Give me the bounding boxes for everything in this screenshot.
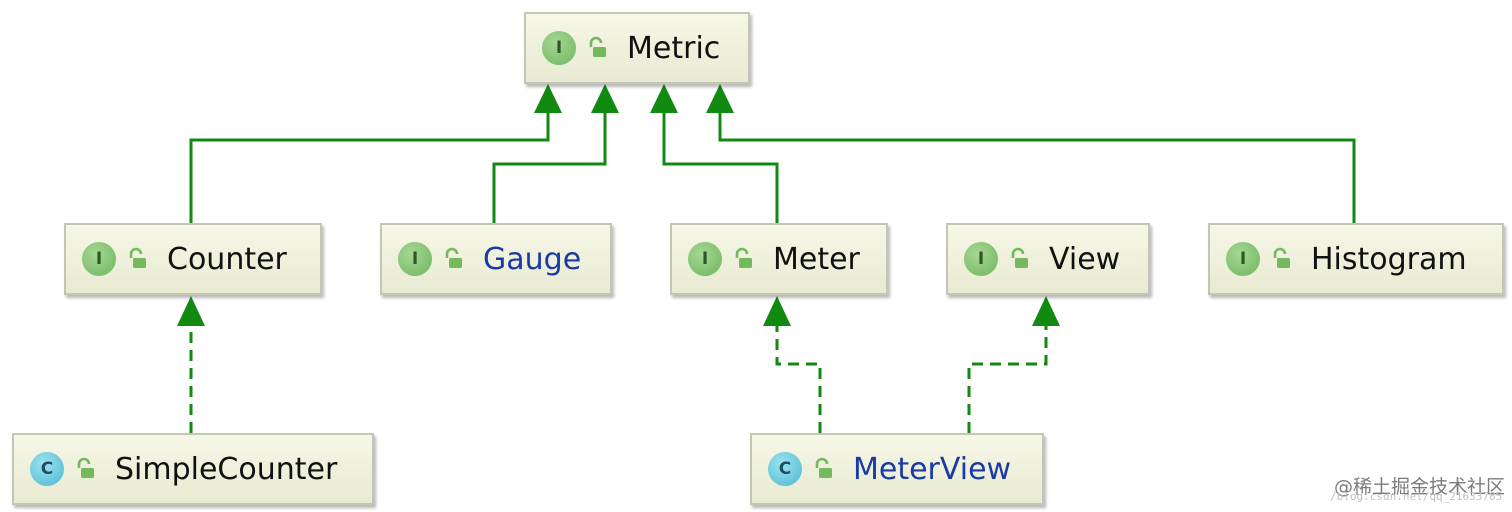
node-histogram[interactable]: I Histogram (1208, 223, 1504, 295)
node-name: Gauge (483, 241, 582, 277)
arrowhead-counter-metric (534, 84, 562, 113)
edge-meter-metric (662, 112, 779, 223)
node-meter[interactable]: I Meter (670, 223, 888, 295)
interface-icon: I (82, 242, 116, 276)
node-name: Meter (773, 241, 860, 277)
edge-counter-metric (189, 112, 550, 223)
lock-open-icon (589, 36, 606, 57)
lock-open-icon (77, 457, 94, 478)
lock-open-icon (129, 247, 146, 268)
arrowhead-simplecounter-counter (177, 296, 205, 326)
lock-open-icon (735, 247, 752, 268)
node-meterview[interactable]: C MeterView (750, 433, 1044, 505)
interface-icon: I (398, 242, 432, 276)
arrowhead-meter-metric (650, 84, 678, 113)
node-name: MeterView (853, 451, 1012, 487)
class-icon: C (30, 452, 64, 486)
lock-open-icon (445, 247, 462, 268)
node-view[interactable]: I View (946, 223, 1150, 295)
interface-icon: I (542, 31, 576, 65)
interface-icon: I (1226, 242, 1260, 276)
node-metric[interactable]: I Metric (524, 12, 750, 84)
interface-icon: I (688, 242, 722, 276)
edge-gauge-metric (492, 112, 607, 223)
arrowhead-histogram-metric (706, 84, 734, 113)
lock-open-icon (815, 457, 832, 478)
node-name: View (1049, 241, 1121, 277)
arrowhead-gauge-metric (591, 84, 619, 113)
node-name: Metric (627, 30, 721, 66)
node-gauge[interactable]: I Gauge (380, 223, 612, 295)
arrowhead-meterview-meter (763, 296, 791, 326)
node-name: Histogram (1311, 241, 1467, 277)
edge-meterview-meter (775, 325, 822, 433)
node-counter[interactable]: I Counter (64, 223, 322, 295)
arrowhead-meterview-view (1032, 296, 1060, 326)
node-simplecounter[interactable]: C SimpleCounter (12, 433, 374, 505)
interface-icon: I (964, 242, 998, 276)
edge-meterview-view (967, 325, 1048, 433)
node-name: Counter (167, 241, 287, 277)
watermark-url: /blog.csdn.net/qq_21633785 (1330, 490, 1503, 503)
edge-histogram-metric (718, 112, 1356, 223)
lock-open-icon (1011, 247, 1028, 268)
lock-open-icon (1273, 247, 1290, 268)
watermark: @稀土掘金技术社区 (1334, 476, 1506, 498)
class-icon: C (768, 452, 802, 486)
node-name: SimpleCounter (115, 451, 338, 487)
